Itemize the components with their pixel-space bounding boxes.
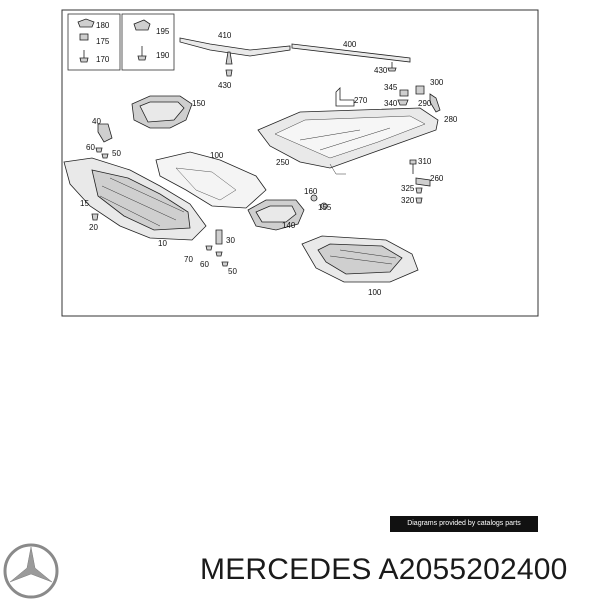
legend-box-right xyxy=(121,13,175,71)
label-430-a: 430 xyxy=(218,81,232,90)
brand-part-number: MERCEDES A2055202400 xyxy=(200,553,568,586)
washer-160-icon xyxy=(310,194,318,202)
legend-label-180: 180 xyxy=(96,21,110,30)
label-430-b: 430 xyxy=(374,66,388,75)
part-410-strut xyxy=(179,37,291,77)
label-15: 15 xyxy=(80,199,89,208)
part-140-bracket xyxy=(247,199,305,231)
label-30: 30 xyxy=(226,236,235,245)
legend-label-175: 175 xyxy=(96,37,110,46)
diagram-credit-badge: Diagrams provided by catalogs parts xyxy=(390,516,538,532)
label-100-b: 100 xyxy=(368,288,382,297)
label-160: 160 xyxy=(304,187,318,196)
label-50-b: 50 xyxy=(228,267,237,276)
label-260: 260 xyxy=(430,174,444,183)
label-270: 270 xyxy=(354,96,368,105)
label-400: 400 xyxy=(343,40,357,49)
label-300: 300 xyxy=(430,78,444,87)
label-290: 290 xyxy=(418,99,432,108)
clips-40-60-50 xyxy=(95,123,113,159)
legend-box-left xyxy=(67,13,121,71)
clips-30-70-60-50 xyxy=(205,229,229,267)
part-10-front-shield xyxy=(63,157,207,241)
label-320: 320 xyxy=(401,196,415,205)
part-100-rear-panel xyxy=(301,235,419,283)
part-400-bar xyxy=(291,43,411,72)
label-345: 345 xyxy=(384,83,398,92)
label-155: 155 xyxy=(318,203,332,212)
label-60-a: 60 xyxy=(86,143,95,152)
part-150-bracket xyxy=(131,95,193,129)
legend-label-170: 170 xyxy=(96,55,110,64)
mercedes-star-logo xyxy=(3,543,59,599)
clip-20-icon xyxy=(91,213,99,221)
label-20: 20 xyxy=(89,223,98,232)
label-50-a: 50 xyxy=(112,149,121,158)
part-250-underbody-panel xyxy=(257,107,439,175)
legend-label-190: 190 xyxy=(156,51,170,60)
label-310: 310 xyxy=(418,157,432,166)
label-325: 325 xyxy=(401,184,415,193)
legend-label-195: 195 xyxy=(156,27,170,36)
label-100-a: 100 xyxy=(210,151,224,160)
small-brackets-right xyxy=(335,85,441,113)
label-70: 70 xyxy=(184,255,193,264)
part-100-center-panel xyxy=(155,151,267,209)
label-250: 250 xyxy=(276,158,290,167)
label-340: 340 xyxy=(384,99,398,108)
label-40: 40 xyxy=(92,117,101,126)
label-280: 280 xyxy=(444,115,458,124)
label-60-b: 60 xyxy=(200,260,209,269)
label-150: 150 xyxy=(192,99,206,108)
label-10: 10 xyxy=(158,239,167,248)
washer-155-icon xyxy=(320,202,328,210)
label-410: 410 xyxy=(218,31,232,40)
fasteners-310-320 xyxy=(409,159,431,204)
label-140: 140 xyxy=(282,221,296,230)
